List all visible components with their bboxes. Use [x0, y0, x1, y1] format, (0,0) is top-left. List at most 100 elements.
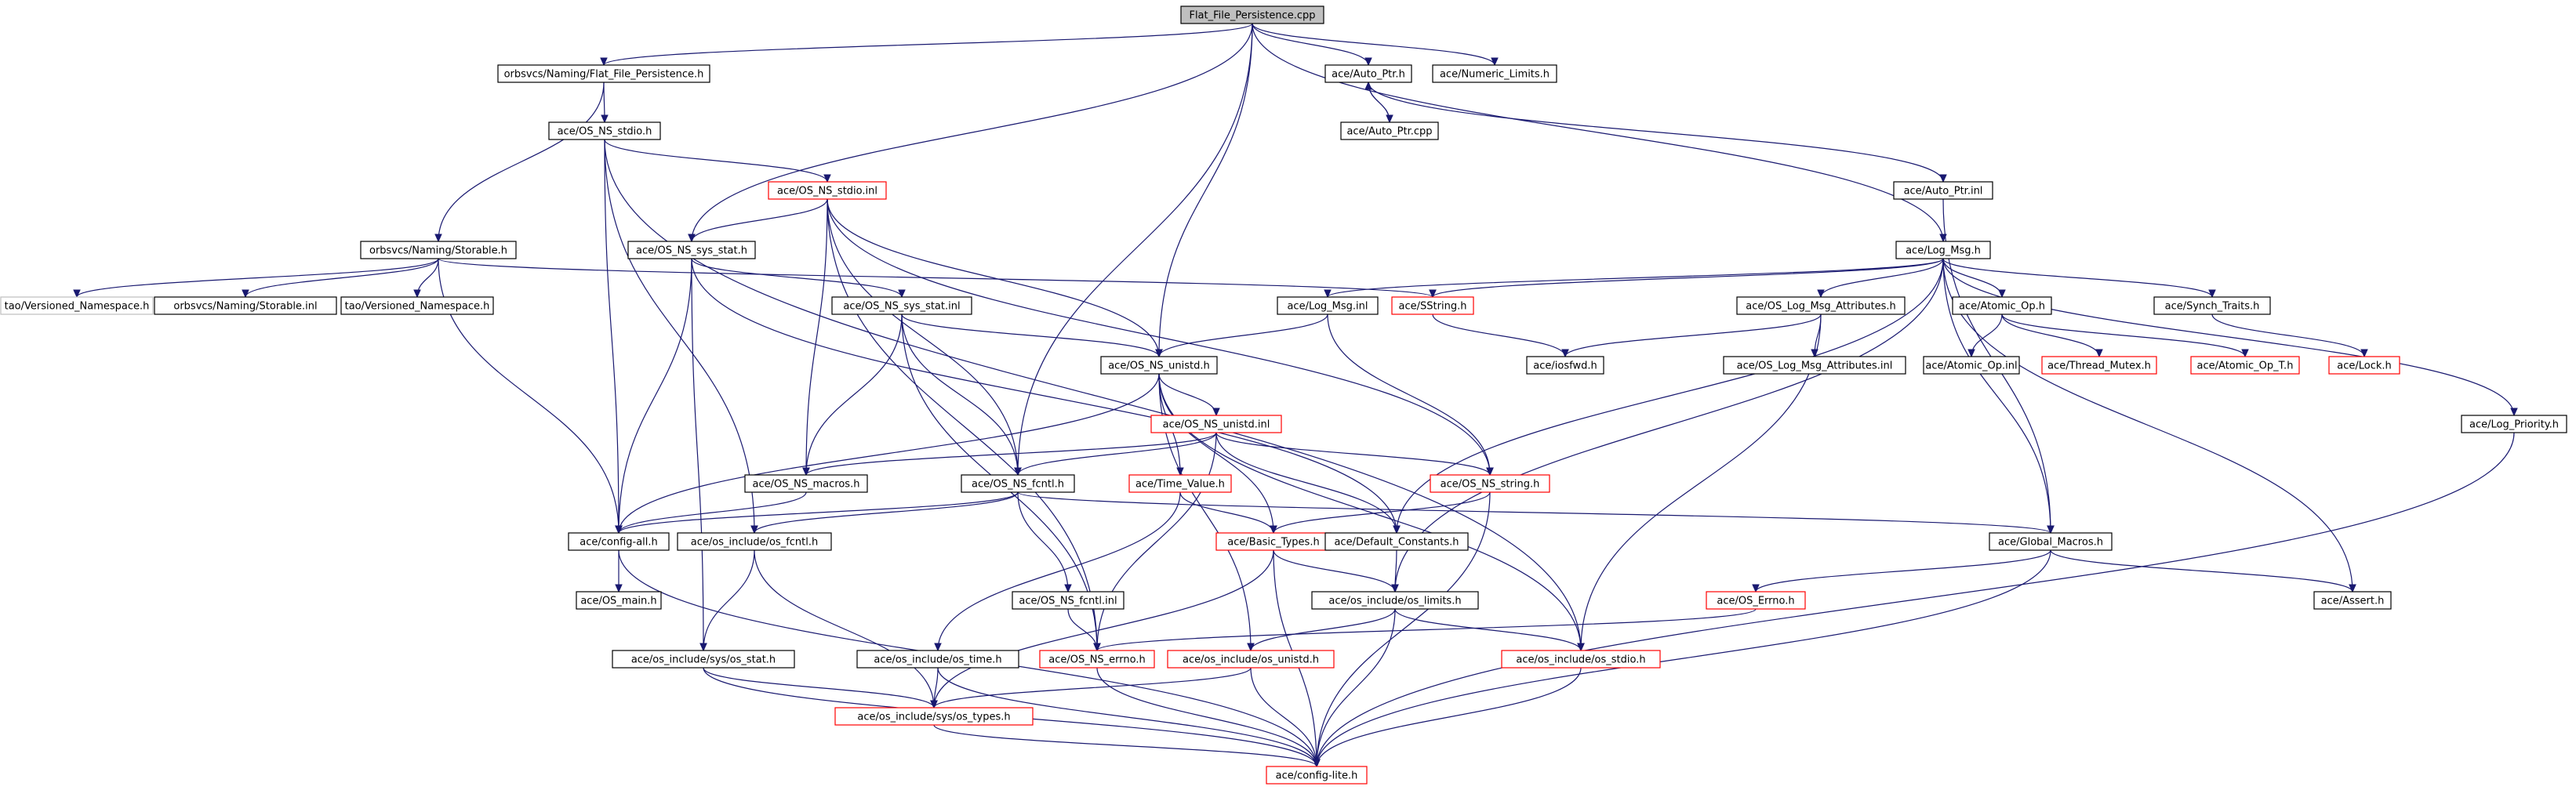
arrowhead-storable_h-to-storable_inl — [242, 289, 249, 299]
node-label: ace/Atomic_Op_T.h — [2197, 361, 2294, 372]
node-os-ns-sys-stat-h[interactable]: ace/OS_NS_sys_stat.h — [627, 241, 756, 259]
node-os-ns-macros-h[interactable]: ace/OS_NS_macros.h — [744, 474, 868, 493]
node-label: ace/OS_NS_errno.h — [1048, 654, 1146, 666]
node-box — [576, 591, 662, 610]
node-label: ace/OS_NS_stdio.inl — [777, 186, 877, 198]
node-numeric-limits[interactable]: ace/Numeric_Limits.h — [1432, 64, 1557, 83]
node-os-ns-errno-h[interactable]: ace/OS_NS_errno.h — [1039, 650, 1155, 669]
node-label: ace/OS_Log_Msg_Attributes.h — [1746, 301, 1895, 313]
arrowhead-log_msg_inl-to-os_ns_unistd_h — [1155, 349, 1163, 358]
node-auto-ptr-h[interactable]: ace/Auto_Ptr.h — [1324, 64, 1412, 83]
node-os-ns-stdio-inl[interactable]: ace/OS_NS_stdio.inl — [768, 181, 887, 200]
node-os-include-sys-os-stat-h[interactable]: ace/os_include/sys/os_stat.h — [612, 650, 795, 669]
node-box — [0, 296, 154, 315]
node-label: ace/Synch_Traits.h — [2165, 301, 2260, 313]
node-os-include-os-time-h[interactable]: ace/os_include/os_time.h — [856, 650, 1019, 669]
node-os-ns-fcntl-inl[interactable]: ace/OS_NS_fcntl.inl — [1012, 591, 1125, 610]
node-ffp-h[interactable]: orbsvcs/Naming/Flat_File_Persistence.h — [497, 64, 710, 83]
node-box — [1277, 296, 1379, 315]
node-box — [1736, 296, 1906, 315]
node-box — [744, 474, 868, 493]
arrowhead-log_msg_h-to-sstring_h — [1429, 289, 1437, 299]
edge-ffp_h-to-storable_h — [438, 82, 605, 242]
node-sstring-h[interactable]: ace/SString.h — [1391, 296, 1474, 315]
node-log-priority-h[interactable]: ace/Log_Priority.h — [2461, 415, 2567, 433]
edge-os_ns_string_h-to-config_lite_h — [1316, 491, 1491, 767]
node-os-errno-h[interactable]: ace/OS_Errno.h — [1706, 591, 1806, 610]
node-atomic-op-t-h[interactable]: ace/Atomic_Op_T.h — [2190, 356, 2300, 375]
node-label: ace/Thread_Mutex.h — [2047, 361, 2151, 372]
node-box — [1311, 591, 1479, 610]
edge-os_log_msg_attr_h-to-iosfwd_h — [1564, 313, 1822, 357]
node-default-constants-h[interactable]: ace/Default_Constants.h — [1324, 532, 1469, 551]
edge-log_msg_inl-to-os_ns_string_h — [1327, 313, 1491, 476]
node-label: ace/OS_Errno.h — [1717, 596, 1794, 607]
node-os-include-sys-os-types-h[interactable]: ace/os_include/sys/os_types.h — [834, 707, 1034, 726]
arrowhead-os_ns_sys_stat_h-to-os_ns_sys_stat_inl — [898, 289, 906, 299]
node-atomic-op-h[interactable]: ace/Atomic_Op.h — [1952, 296, 2052, 315]
node-log-msg-h[interactable]: ace/Log_Msg.h — [1895, 241, 1991, 259]
arrowhead-ffp_h-to-storable_h — [434, 234, 442, 243]
node-config-all-h[interactable]: ace/config-all.h — [568, 532, 670, 551]
arrowhead-os_ns_stdio_h-to-os_ns_stdio_inl — [823, 174, 831, 183]
node-tao-vns-ext[interactable]: tao/Versioned_Namespace.h — [0, 296, 154, 315]
edge-atomic_op_h-to-atomic_op_t_h — [2001, 313, 2246, 357]
arrowhead-log_msg_h-to-atomic_op_h — [1998, 289, 2006, 299]
node-os-ns-unistd-h[interactable]: ace/OS_NS_unistd.h — [1100, 356, 1218, 375]
node-box — [1128, 474, 1232, 493]
node-synch-traits-h[interactable]: ace/Synch_Traits.h — [2153, 296, 2271, 315]
edge-os_ns_stdio_h-to-config_all_h — [604, 139, 619, 534]
edge-os_ns_stdio_h-to-os_include_os_stdio_h — [604, 139, 1582, 651]
arrowhead-os_ns_stdio_inl-to-os_ns_sys_stat_h — [688, 234, 696, 243]
node-storable-h[interactable]: orbsvcs/Naming/Storable.h — [360, 241, 517, 259]
node-os-ns-stdio-h[interactable]: ace/OS_NS_stdio.h — [548, 121, 661, 140]
node-tao-vns[interactable]: tao/Versioned_Namespace.h — [340, 296, 494, 315]
node-os-ns-string-h[interactable]: ace/OS_NS_string.h — [1430, 474, 1550, 493]
node-os-include-os-fcntl-h[interactable]: ace/os_include/os_fcntl.h — [677, 532, 832, 551]
edge-os_ns_fcntl_h-to-global_macros_h — [1017, 491, 2051, 534]
node-thread-mutex-h[interactable]: ace/Thread_Mutex.h — [2041, 356, 2157, 375]
node-storable-inl[interactable]: orbsvcs/Naming/Storable.inl — [154, 296, 337, 315]
node-box — [961, 474, 1075, 493]
arrowhead-root-to-ffp_h — [600, 57, 608, 67]
node-lock-h[interactable]: ace/Lock.h — [2328, 356, 2400, 375]
node-box — [2153, 296, 2271, 315]
node-global-macros-h[interactable]: ace/Global_Macros.h — [1989, 532, 2113, 551]
node-os-include-os-limits-h[interactable]: ace/os_include/os_limits.h — [1311, 591, 1479, 610]
node-os-ns-sys-stat-inl[interactable]: ace/OS_NS_sys_stat.inl — [831, 296, 972, 315]
arrowhead-root-to-auto_ptr_h — [1364, 57, 1372, 67]
node-label: ace/OS_NS_sys_stat.inl — [843, 301, 960, 313]
node-log-msg-inl[interactable]: ace/Log_Msg.inl — [1277, 296, 1379, 315]
edge-synch_traits_h-to-lock_h — [2211, 313, 2365, 357]
node-atomic-op-inl[interactable]: ace/Atomic_Op.inl — [1923, 356, 2020, 375]
arrowhead-atomic_op_h-to-thread_mutex_h — [2095, 349, 2103, 358]
node-os-log-msg-attr-inl[interactable]: ace/OS_Log_Msg_Attributes.inl — [1723, 356, 1906, 375]
node-box — [627, 241, 756, 259]
node-os-include-os-stdio-h[interactable]: ace/os_include/os_stdio.h — [1501, 650, 1661, 669]
node-label: ace/Default_Constants.h — [1334, 537, 1459, 549]
node-label: ace/SString.h — [1399, 301, 1467, 313]
node-auto-ptr-cpp[interactable]: ace/Auto_Ptr.cpp — [1340, 121, 1439, 140]
edge-os_include_os_time_h-to-config_lite_h — [937, 667, 1317, 767]
node-os-ns-fcntl-h[interactable]: ace/OS_NS_fcntl.h — [961, 474, 1075, 493]
node-label: ace/OS_NS_unistd.inl — [1163, 419, 1270, 431]
node-iosfwd-h[interactable]: ace/iosfwd.h — [1526, 356, 1604, 375]
node-os-log-msg-attr-h[interactable]: ace/OS_Log_Msg_Attributes.h — [1736, 296, 1906, 315]
node-time-value-h[interactable]: ace/Time_Value.h — [1128, 474, 1232, 493]
edge-os_ns_stdio_h-to-os_ns_stdio_inl — [604, 139, 828, 183]
node-label: ace/OS_NS_fcntl.inl — [1019, 596, 1117, 607]
node-config-lite-h[interactable]: ace/config-lite.h — [1266, 766, 1368, 785]
arrowhead-os_ns_string_h-to-basic_types_h — [1270, 525, 1277, 535]
node-auto-ptr-inl[interactable]: ace/Auto_Ptr.inl — [1893, 181, 1993, 200]
node-os-main-h[interactable]: ace/OS_main.h — [576, 591, 662, 610]
node-assert-h[interactable]: ace/Assert.h — [2313, 591, 2392, 610]
node-label: ace/OS_NS_string.h — [1441, 479, 1540, 491]
node-box — [677, 532, 832, 551]
node-box — [1430, 474, 1550, 493]
node-os-ns-unistd-inl[interactable]: ace/OS_NS_unistd.inl — [1150, 415, 1282, 433]
edge-auto_ptr_h-to-auto_ptr_inl — [1368, 82, 1944, 183]
node-os-include-os-unistd-h[interactable]: ace/os_include/os_unistd.h — [1167, 650, 1335, 669]
edge-log_msg_h-to-assert_h — [1942, 258, 2353, 592]
node-basic-types-h[interactable]: ace/Basic_Types.h — [1215, 532, 1332, 551]
